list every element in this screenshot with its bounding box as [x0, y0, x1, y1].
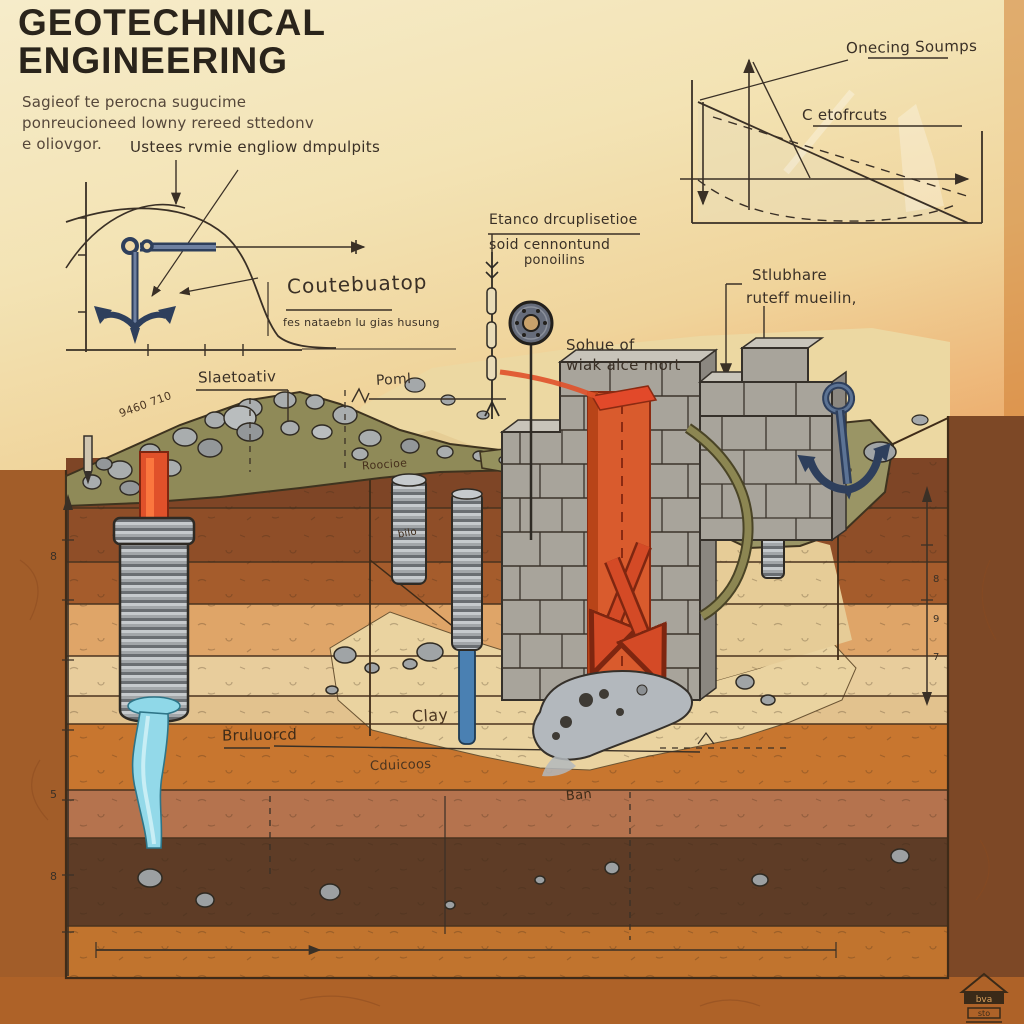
orange-streak — [499, 369, 596, 399]
label-seepage-line1: Sohue of — [566, 336, 635, 354]
label-lower-band: Cduicoos — [369, 756, 432, 775]
ruler-right-mark-3: 7 — [933, 652, 939, 663]
label-clay: Clay — [411, 705, 449, 726]
stamp-text-1: bva — [976, 995, 993, 1005]
house-stamp: bva sto — [959, 972, 1009, 1023]
ribbed-pile-a — [391, 473, 427, 585]
blue-pipe — [458, 645, 476, 745]
label-seepage-line2: wiak alce mort — [566, 356, 681, 374]
sediment-pool — [532, 670, 693, 777]
page-subtitle: Sagieof te perocna sugucime ponreucionee… — [22, 93, 314, 153]
label-drainage-line3: ponoilins — [524, 253, 585, 268]
anchor-capacity-diagram — [65, 160, 456, 356]
survey-chain-rod — [484, 252, 500, 419]
label-panel: Poml — [375, 371, 412, 389]
washer-gauge — [508, 300, 554, 540]
ground-anchor — [797, 381, 891, 500]
stamp-text-2: sto — [978, 1009, 990, 1018]
label-wall-line1: Stlubhare — [752, 266, 828, 284]
ruler-left-mark-1: 8 — [50, 550, 57, 563]
anchor-diagram-subtitle: fes nataebn lu gias husung — [283, 316, 440, 329]
buried-rocks — [137, 848, 910, 910]
dashed-guides — [249, 390, 790, 940]
ghost-sketch — [898, 104, 944, 212]
ruler-left-mark-3: 8 — [50, 870, 57, 883]
ruler-right — [921, 486, 933, 706]
ruler-right-mark-1: 8 — [933, 574, 939, 585]
anchor-icon — [94, 237, 216, 344]
chart-series-label: Onecing Soumps — [845, 36, 978, 58]
chart-axis-label: C etofrcuts — [802, 106, 888, 124]
water-stream — [131, 711, 169, 849]
label-gravel-blanket: Slaetoativ — [197, 367, 277, 387]
label-aquifer-band: Bruluorcd — [221, 725, 298, 745]
label-wall-line2: ruteff mueilin, — [746, 289, 857, 307]
ruler-left — [62, 494, 74, 976]
drain-hose — [684, 423, 754, 621]
drain-pile — [112, 451, 196, 849]
outer-earth — [0, 416, 1024, 1024]
page-title: GEOTECHNICAL ENGINEERING — [18, 2, 326, 81]
label-drainage-title: Etanco drcuplisetioe — [489, 212, 638, 228]
anchor-diagram-title: Coutebuatop — [286, 269, 428, 299]
dimension-bottom — [95, 942, 837, 958]
label-bedrock-note: Ban — [565, 786, 593, 805]
earth-pressure-chart — [680, 57, 983, 224]
ruler-left-mark-2: 5 — [50, 788, 57, 801]
load-arrows — [596, 541, 660, 678]
label-drainage-line2: soid cennontund — [489, 237, 611, 253]
page-edge-shade — [1004, 0, 1024, 420]
block-retaining-wall — [499, 348, 719, 702]
anchor-diagram-caption: Ustees rvmie engliow dmpulpits — [130, 138, 381, 156]
cone-penetrometer-icon — [83, 435, 93, 485]
ruler-right-mark-2: 9 — [933, 614, 939, 625]
red-ribbon — [590, 385, 658, 411]
ribbed-pile-b — [451, 488, 483, 745]
